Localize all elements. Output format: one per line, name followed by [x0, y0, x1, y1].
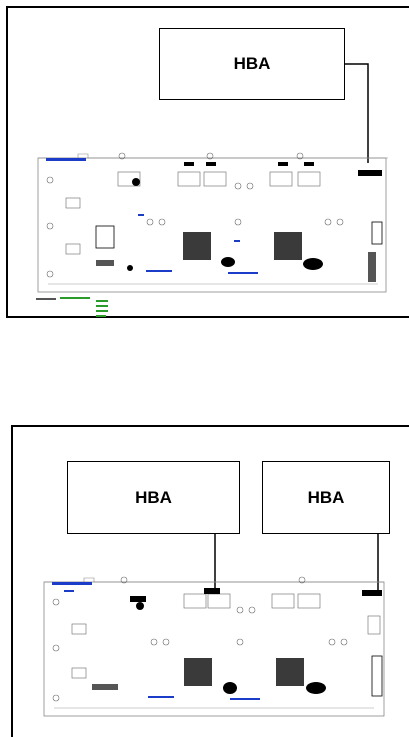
drawing-legend [36, 297, 108, 317]
backplane-board [37, 152, 388, 293]
hba-box: HBA [67, 461, 240, 534]
backplane-board [43, 576, 385, 717]
hba-label: HBA [307, 487, 345, 507]
configuration-frame-dual-hba [11, 425, 409, 737]
hba-label: HBA [233, 54, 271, 73]
hba-label: HBA [135, 487, 172, 507]
cable-line [345, 63, 369, 163]
configuration-frame-single-hba [6, 6, 409, 318]
hba-box: HBA [262, 461, 390, 534]
hba-box: HBA [159, 28, 345, 100]
